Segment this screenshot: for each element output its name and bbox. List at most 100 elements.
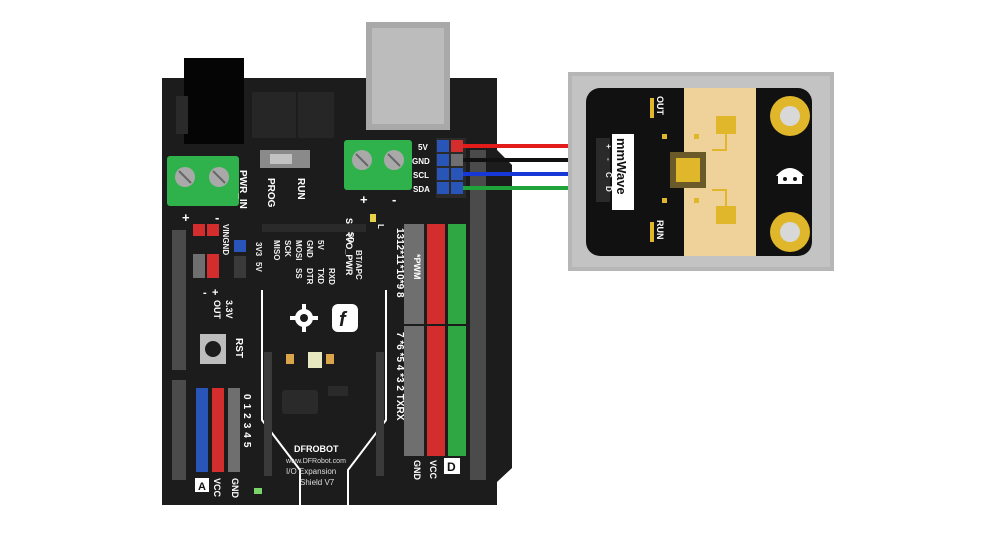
bt-label: BT/APC — [354, 250, 363, 280]
regulator-left — [252, 92, 296, 138]
servo-plus: + — [360, 192, 368, 207]
vcc-label-d: VCC — [428, 460, 438, 480]
gear-icon — [290, 304, 318, 332]
i2c-label-scl: SCL — [413, 171, 429, 180]
spi-5v: 5V — [316, 240, 325, 250]
port-a-badge — [195, 478, 209, 492]
sel-5v-label: 5V — [254, 262, 263, 272]
pwm-label: *PWM — [412, 254, 422, 280]
smd-component — [286, 354, 294, 364]
out-pin-plus — [207, 254, 219, 278]
i2c-header: 5V GND SCL SDA — [412, 138, 466, 198]
spi-area: MISO SCK MOSI GND 5V SS DTR TXD RXD — [262, 224, 366, 285]
analog-headers: 012345 A VCC GND — [195, 388, 262, 499]
sel-3v3-label: 3V3 — [254, 242, 263, 257]
switch-knob[interactable] — [270, 154, 292, 164]
spi-ss: SS — [294, 268, 303, 279]
left-edge-header-lower — [172, 380, 186, 480]
out-pad — [650, 98, 654, 118]
i2c-pin-sda — [437, 182, 449, 194]
sensor-pin-c: C — [604, 172, 613, 178]
i2c-label-5v: 5V — [418, 143, 428, 152]
left-edge-header — [172, 230, 186, 370]
analog-pin-labels: 012345 — [241, 394, 252, 448]
sensor-pin-d: D — [604, 186, 613, 192]
serial-dtr: DTR — [305, 268, 314, 285]
dc-power-jack — [184, 58, 244, 144]
dc-jack-tab — [176, 96, 188, 134]
prog-label: PROG — [265, 178, 276, 208]
center-silkscreen — [261, 290, 387, 505]
vcc-label-a: VCC — [212, 478, 222, 498]
product-name-line1: I/O Expansion — [286, 467, 336, 476]
usb-connector-face — [372, 28, 444, 124]
digital-bottom-labels: 7 *6 *5 4 *3 2 TXRX — [394, 332, 405, 421]
spi-gnd: GND — [305, 240, 314, 258]
port-a-label: A — [198, 481, 206, 493]
power-led — [254, 488, 262, 494]
out-plus: + — [212, 287, 218, 299]
out-label: OUT — [212, 300, 222, 320]
run-label: RUN — [295, 178, 306, 200]
reset-button-cap[interactable] — [205, 341, 221, 357]
servo-pwr-label: SERVO_PWR — [344, 218, 354, 276]
digital-top-labels: 1312*11*10*9 8 — [394, 228, 405, 298]
spi-sck: SCK — [283, 240, 292, 257]
l-led — [370, 214, 376, 222]
rst-label: RST — [233, 338, 244, 358]
vin-pin — [193, 224, 205, 236]
voltage-select-jumper[interactable] — [234, 240, 246, 252]
regulator-right — [298, 92, 334, 138]
sensor-pin-header — [596, 138, 610, 202]
sensor-pin-plus: + — [604, 144, 613, 149]
serial-txd: TXD — [316, 268, 325, 284]
antenna-patch — [716, 116, 736, 134]
smd-component — [326, 354, 334, 364]
sensor-name: mmWave — [614, 138, 629, 195]
port-d-badge — [444, 458, 460, 474]
pwr-in-plus: + — [182, 210, 190, 225]
vin-gnd-label: VINGND — [221, 224, 230, 255]
gnd-label-a: GND — [230, 478, 240, 499]
shield-pcb — [162, 78, 512, 505]
run-pad — [650, 222, 654, 242]
port-d-label: D — [447, 460, 456, 474]
mmwave-sensor: + - C D mmWave OUT RUN — [568, 72, 834, 271]
out-minus: - — [203, 287, 207, 299]
l-led-label: L — [376, 224, 385, 229]
sensor-out-label: OUT — [655, 96, 665, 116]
center-header-left — [264, 352, 272, 476]
i2c-pin-5v — [437, 140, 449, 152]
right-edge-header — [470, 150, 486, 480]
robot-logo-icon — [776, 168, 804, 184]
svg-text:f: f — [339, 309, 348, 331]
voltage-select-pins — [234, 256, 246, 278]
sensor-pin-minus: - — [604, 158, 613, 161]
serial-rxd: RXD — [327, 268, 336, 285]
brand-logo: DFROBOT — [294, 444, 339, 454]
center-header-right — [376, 352, 384, 476]
smd-crystal — [308, 352, 322, 368]
i2c-label-sda: SDA — [413, 185, 430, 194]
chip — [282, 390, 318, 414]
out-pin-minus — [193, 254, 205, 278]
out-33v-label: 3.3V — [224, 300, 234, 319]
brand-url: www.DFRobot.com — [285, 458, 346, 465]
spi-miso: MISO — [272, 240, 281, 260]
gnd-label-d: GND — [412, 460, 422, 481]
antenna-patch — [716, 206, 736, 224]
product-name-line2: Shield V7 — [300, 478, 335, 487]
vin-pin — [207, 224, 219, 236]
chip-small — [328, 386, 348, 396]
io-expansion-shield: + - PWR_IN PROG RUN + - SERVO_PWR 5V GN — [162, 22, 512, 505]
dfrobot-logo-icon: f — [332, 304, 358, 332]
servo-minus: - — [392, 192, 396, 207]
digital-headers: 1312*11*10*9 8 7 *6 *5 4 *3 2 TXRX *PWM … — [346, 214, 466, 481]
pwr-in-minus: - — [215, 210, 219, 225]
sensor-name-plate — [612, 134, 634, 210]
spi-mosi: MOSI — [294, 240, 303, 260]
sd-label: SD — [346, 232, 355, 243]
sensor-run-label: RUN — [655, 220, 665, 240]
pwr-in-label: PWR_IN — [237, 170, 248, 209]
